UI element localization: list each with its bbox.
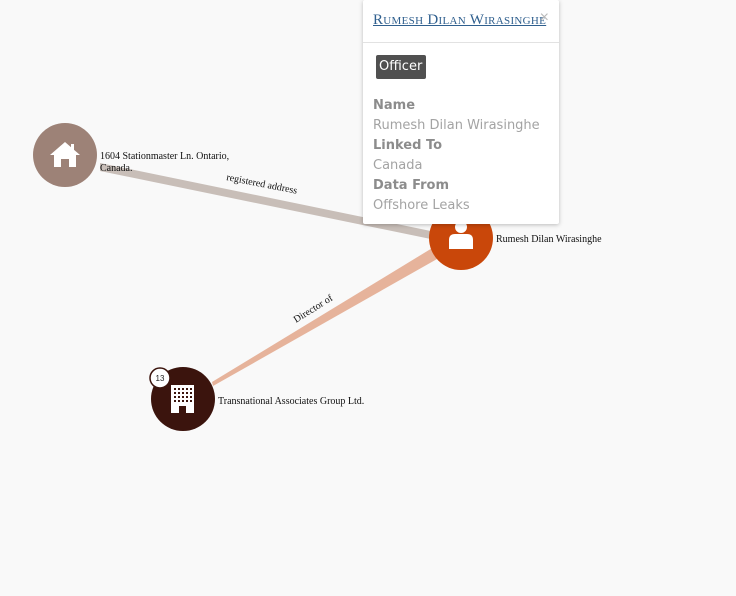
address-node-label-line1: 1604 Stationmaster Ln. Ontario, — [100, 151, 229, 162]
popup-header: Rumesh Dilan Wirasinghe × — [363, 0, 559, 43]
field-value-linked-to: Canada — [373, 158, 423, 173]
person-icon — [449, 221, 473, 249]
building-icon — [171, 385, 194, 413]
field-value-name: Rumesh Dilan Wirasinghe — [373, 118, 540, 133]
field-label-linked-to: Linked To — [373, 138, 443, 153]
field-value-data-from: Offshore Leaks — [373, 198, 470, 213]
popup-fields: Name Rumesh Dilan Wirasinghe Linked To C… — [373, 96, 540, 216]
edge-director-of[interactable] — [212, 236, 460, 386]
entity-badge: 13 — [149, 367, 171, 389]
popup-title-link[interactable]: Rumesh Dilan Wirasinghe — [373, 12, 547, 28]
address-node-label-line2: Canada. — [100, 163, 133, 174]
field-label-name: Name — [373, 98, 416, 113]
entity-node-label: Transnational Associates Group Ltd. — [218, 396, 364, 407]
entity-badge-count: 13 — [156, 374, 165, 383]
house-icon — [50, 142, 80, 167]
officer-node-label: Rumesh Dilan Wirasinghe — [496, 234, 602, 245]
address-node[interactable] — [33, 123, 97, 187]
close-icon[interactable]: × — [539, 9, 549, 26]
node-info-popup: Rumesh Dilan Wirasinghe × Officer Name R… — [363, 0, 559, 224]
node-type-badge: Officer — [376, 55, 427, 79]
field-label-data-from: Data From — [373, 178, 450, 193]
